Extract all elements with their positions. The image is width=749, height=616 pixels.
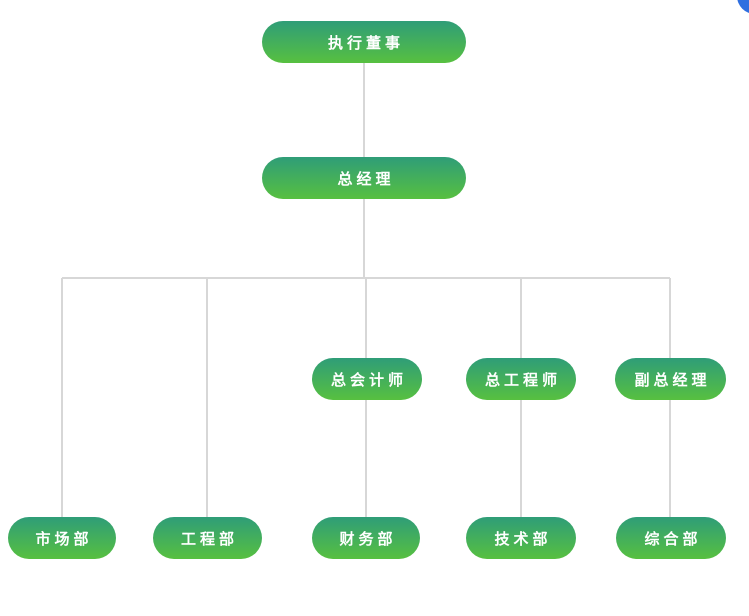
connector-line [669, 278, 671, 358]
connector-line [61, 278, 63, 517]
org-node-chief-engineer[interactable]: 总工程师 [466, 358, 576, 400]
org-node-technology-dept[interactable]: 技术部 [466, 517, 576, 559]
connector-line [669, 400, 671, 517]
connector-line [365, 278, 367, 358]
org-node-marketing-dept[interactable]: 市场部 [8, 517, 116, 559]
connector-line [520, 400, 522, 517]
org-node-general-manager[interactable]: 总经理 [262, 157, 466, 199]
connector-line [363, 199, 365, 278]
floating-action-button[interactable] [737, 0, 749, 14]
org-node-engineering-dept[interactable]: 工程部 [153, 517, 262, 559]
org-node-label: 总经理 [337, 170, 395, 188]
org-node-label: 技术部 [494, 530, 552, 548]
org-node-executive-director[interactable]: 执行董事 [262, 21, 466, 63]
org-node-label: 市场部 [35, 530, 93, 548]
org-node-label: 综合部 [644, 530, 702, 548]
org-node-chief-accountant[interactable]: 总会计师 [312, 358, 422, 400]
org-node-deputy-general-manager[interactable]: 副总经理 [615, 358, 726, 400]
org-node-label: 总会计师 [330, 371, 407, 389]
connector-line [365, 400, 367, 517]
org-node-label: 执行董事 [327, 34, 404, 52]
connector-line [363, 63, 365, 157]
org-node-label: 总工程师 [484, 371, 561, 389]
org-node-label: 副总经理 [634, 371, 711, 389]
connector-line [520, 278, 522, 358]
connector-line [206, 278, 208, 517]
org-node-label: 财务部 [339, 530, 397, 548]
org-node-finance-dept[interactable]: 财务部 [312, 517, 420, 559]
org-node-label: 工程部 [180, 530, 238, 548]
org-node-general-affairs-dept[interactable]: 综合部 [616, 517, 726, 559]
